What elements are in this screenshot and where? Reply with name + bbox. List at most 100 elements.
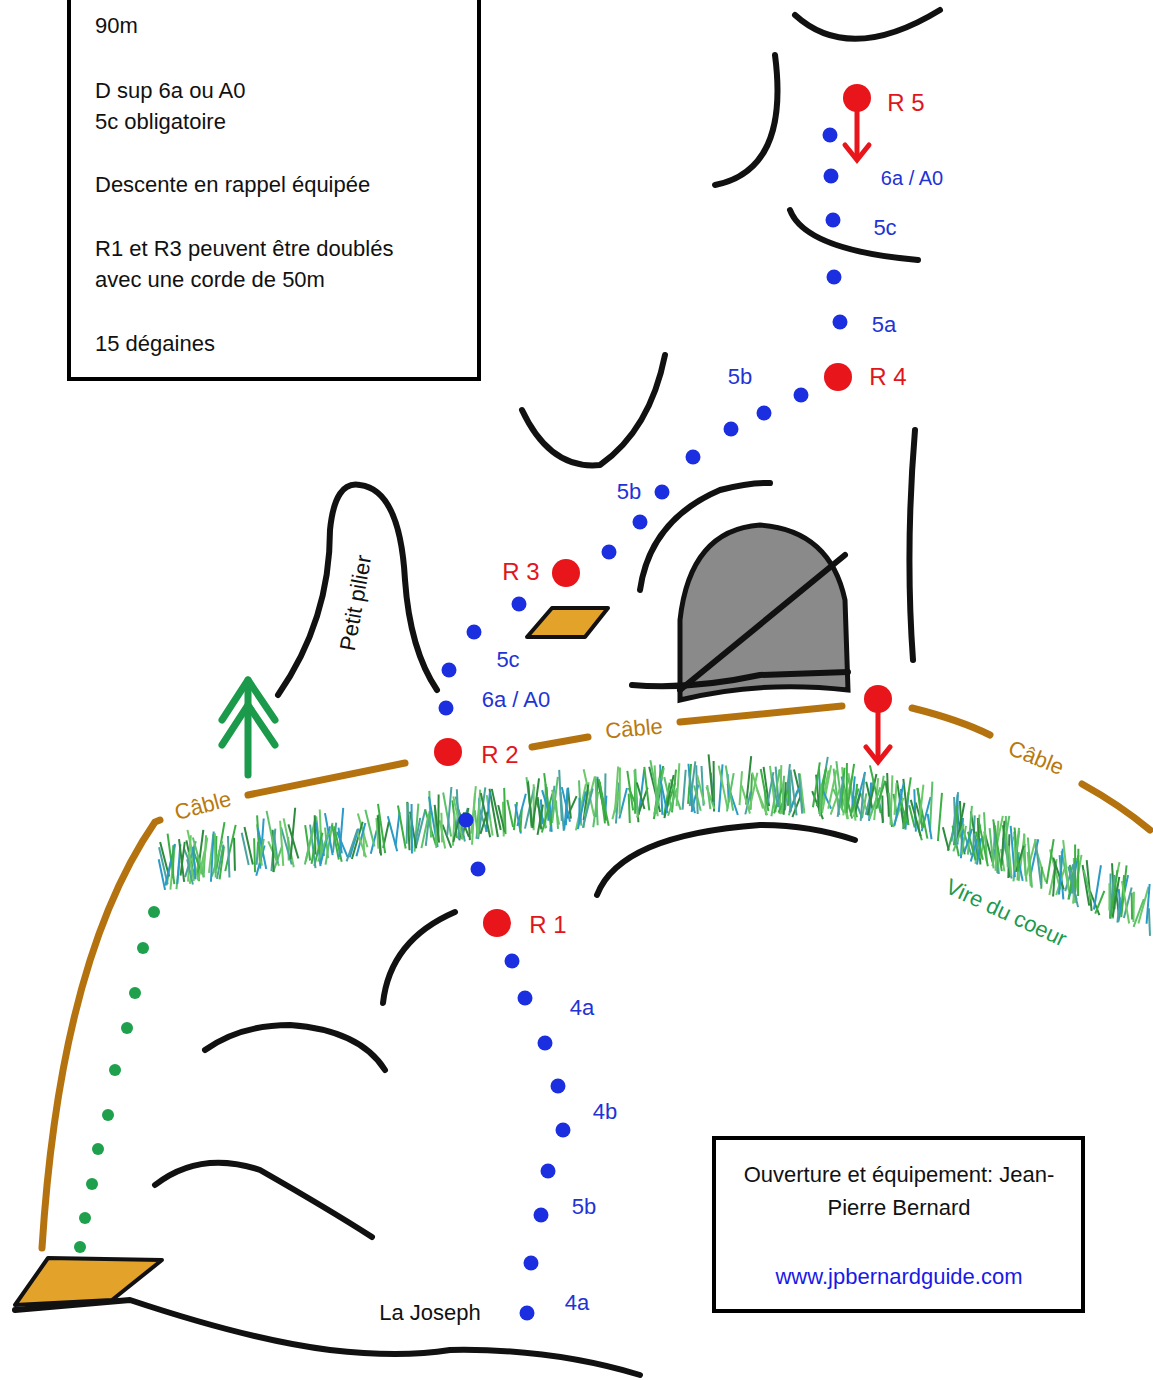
grass-blade — [1047, 839, 1054, 884]
grass-blade — [556, 800, 558, 829]
grass-blade — [453, 818, 459, 842]
grass-blade — [709, 754, 713, 801]
cable-label: Câble — [1002, 734, 1071, 782]
approach-dot — [129, 987, 141, 999]
grass-blade — [312, 837, 316, 864]
grass-blade — [1149, 908, 1150, 936]
grass-blade — [1084, 870, 1091, 899]
grass-blade — [615, 767, 618, 813]
grass-blade — [799, 773, 802, 813]
grass-blade — [866, 782, 873, 810]
grass-blade — [440, 813, 443, 843]
grass-blade — [1035, 839, 1041, 885]
grass-blade — [911, 800, 921, 836]
grass-blade — [211, 832, 214, 882]
grade-label: 4a — [565, 1290, 589, 1316]
bolt-dot — [512, 597, 527, 612]
grass-blade — [504, 788, 505, 834]
approach-dot — [121, 1022, 133, 1034]
cable — [42, 706, 1150, 1248]
grass-blade — [813, 762, 820, 807]
grass-blade — [954, 797, 956, 845]
cable-label: Câble — [601, 713, 667, 744]
grass-blade — [562, 787, 570, 822]
grade-label: 5a — [872, 312, 896, 338]
grass-blade — [179, 839, 184, 882]
bolt-dot — [824, 169, 839, 184]
grass-blade — [889, 793, 892, 826]
grass-blade — [291, 808, 296, 859]
grass-blade — [1063, 840, 1068, 889]
belay-station — [434, 84, 892, 937]
grass-blade — [1131, 893, 1133, 920]
grass-blade — [900, 800, 909, 825]
grass-blade — [515, 804, 521, 833]
bolt-dot — [541, 1164, 556, 1179]
approach-dot — [92, 1143, 104, 1155]
bolt-dot — [551, 1079, 566, 1094]
bolt-dot — [633, 515, 648, 530]
grass-blade — [800, 774, 805, 814]
cable-label: Câble — [169, 785, 237, 827]
station-label: R 3 — [502, 559, 539, 585]
grass-blade — [478, 790, 480, 837]
grass-blade — [683, 770, 686, 810]
grass-blade — [696, 765, 697, 814]
bolt-dot — [602, 545, 617, 560]
grass-blade — [1015, 827, 1019, 871]
grass-blade — [637, 782, 645, 809]
box-text: Ouverture et équipement: Jean-Pierre Ber… — [734, 1158, 1064, 1224]
grass-blade — [943, 827, 949, 850]
grass-blade — [407, 803, 408, 844]
grass-blade — [1119, 889, 1121, 912]
grade-label: 6a / A0 — [881, 165, 943, 191]
grass-blade — [339, 808, 343, 857]
grass-blade — [664, 775, 673, 818]
grass-blade — [242, 833, 249, 865]
grass-blade — [1028, 838, 1032, 888]
grass-blade — [1132, 892, 1135, 922]
grass-blade — [225, 825, 235, 871]
box-text: 15 dégaines — [95, 328, 455, 359]
grass-blade — [644, 767, 649, 811]
grass-blade — [820, 784, 821, 816]
grass-blade — [260, 839, 264, 863]
bolt-dot — [505, 954, 520, 969]
grass-blade — [689, 773, 694, 810]
rock-lines — [632, 555, 848, 690]
grass-blade — [1068, 866, 1078, 907]
grass-blade — [635, 769, 637, 809]
bolt-dot — [518, 991, 533, 1006]
grass-blade — [789, 773, 790, 811]
grass-blade — [789, 775, 790, 812]
approach-dot — [137, 942, 149, 954]
grade-label: 5b — [728, 364, 752, 390]
box-text: D sup 6a ou A0 5c obligatoire — [95, 75, 260, 137]
approach-dot — [102, 1109, 114, 1121]
bolt-dot — [524, 1256, 539, 1271]
grass-blade — [280, 821, 283, 866]
approach-dots — [74, 906, 160, 1253]
grass-blade — [538, 797, 542, 829]
grass-blade — [928, 814, 932, 839]
grass-blade — [938, 793, 942, 841]
box-text: Descente en rappel équipée — [95, 169, 455, 200]
grass-blade — [1077, 849, 1079, 896]
grass-blade — [481, 793, 490, 837]
grass-blade — [627, 771, 633, 810]
grass-blade — [1095, 891, 1104, 914]
grass-blade — [253, 838, 256, 872]
feature-name: Petit pilier — [335, 553, 377, 653]
grass-blade — [677, 763, 680, 806]
credit-box: Ouverture et équipement: Jean-Pierre Ber… — [712, 1136, 1085, 1313]
approach-dot — [109, 1064, 121, 1076]
bolt-dot — [757, 406, 772, 421]
bolt-dot — [655, 485, 670, 500]
grass-blade — [578, 792, 586, 830]
grass-blade — [358, 833, 366, 857]
grass-blade — [1110, 870, 1117, 918]
grass-blade — [1006, 816, 1008, 867]
grass-blade — [1059, 849, 1063, 895]
grass-blade — [1002, 821, 1005, 866]
approach-dot — [148, 906, 160, 918]
